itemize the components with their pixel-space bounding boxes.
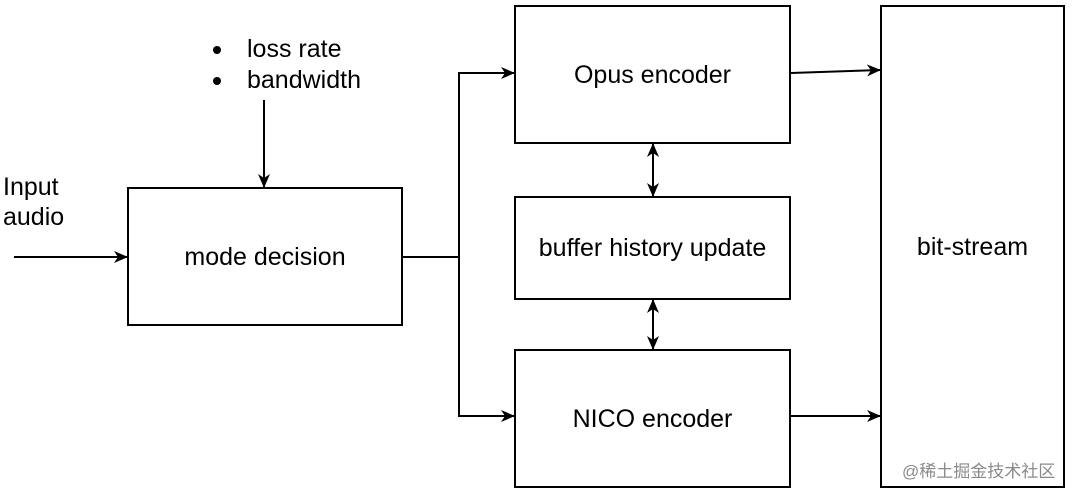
mode-decision-node: mode decision [127, 187, 403, 326]
mode-to-opus-arrow [458, 67, 515, 257]
bit-stream-label: bit-stream [916, 232, 1029, 261]
buffer-history-node: buffer history update [514, 196, 791, 300]
input-label-line-2: audio [3, 203, 65, 231]
parameter-item: bandwidth [210, 65, 361, 96]
mode-decision-label: mode decision [184, 242, 346, 271]
parameter-label: loss rate [247, 35, 342, 63]
buffer-history-label: buffer history update [538, 234, 767, 262]
bullet-icon [213, 77, 221, 85]
parameter-list: loss rate bandwidth [210, 34, 361, 96]
opus-encoder-node: Opus encoder [514, 5, 791, 144]
parameter-item: loss rate [210, 34, 361, 65]
opus-to-bitstream-arrow [790, 64, 881, 77]
bit-stream-node: bit-stream [880, 5, 1065, 488]
input-audio-label: Input audio [3, 172, 64, 232]
nico-encoder-node: NICO encoder [514, 349, 791, 488]
bullet-icon [213, 46, 221, 54]
mode-to-nico-arrow [458, 257, 515, 422]
watermark-text: @稀土掘金技术社区 [902, 462, 1056, 481]
input-label-line-1: Input [3, 173, 59, 201]
opus-encoder-label: Opus encoder [573, 60, 732, 89]
parameter-label: bandwidth [247, 66, 361, 94]
nico-encoder-label: NICO encoder [572, 404, 733, 433]
